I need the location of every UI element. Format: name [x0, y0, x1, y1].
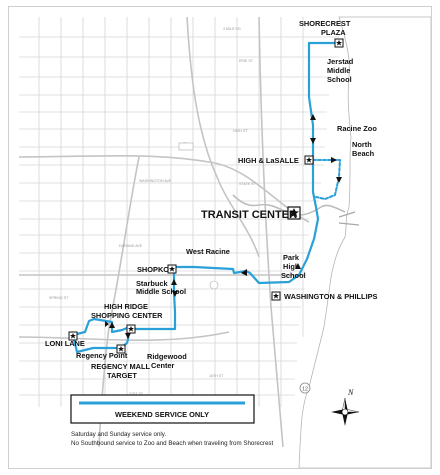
direction-arrows [105, 114, 342, 339]
label-regency-mall-line2: TARGET [107, 371, 137, 380]
arrow-high-ridge [105, 321, 109, 327]
label-washington-phillips: WASHINGTON & PHILLIPS [284, 292, 378, 301]
place-labels: SHORECREST PLAZA Jerstad Middle School R… [45, 19, 378, 380]
timepoint-star-loni-lane [68, 331, 78, 341]
legend-note-1: Saturday and Sunday service only. [71, 431, 166, 438]
street-grid [19, 17, 339, 407]
label-shorecrest-line2: PLAZA [321, 28, 346, 37]
compass-rose: N [331, 388, 360, 426]
route-map[interactable]: 3 MILE RD ERIE ST HIGH ST STATE ST DURAN… [9, 7, 431, 468]
svg-text:SPRING ST: SPRING ST [49, 296, 69, 300]
svg-text:3 MILE RD: 3 MILE RD [223, 27, 241, 31]
arrow-park-high [295, 263, 301, 269]
svg-text:12: 12 [302, 387, 308, 393]
svg-text:16TH ST: 16TH ST [209, 374, 224, 378]
svg-text:STATE ST: STATE ST [239, 182, 256, 186]
timepoint-star-regency-mall [116, 344, 126, 354]
arrow-regency [109, 322, 115, 328]
compass-north-label: N [347, 388, 354, 397]
label-park-high-line3: School [281, 271, 306, 280]
lake-michigan [298, 16, 431, 468]
route-line-zoo-beach-dotted [312, 159, 341, 200]
map-frame: 3 MILE RD ERIE ST HIGH ST STATE ST DURAN… [8, 6, 432, 469]
timepoints [68, 38, 344, 354]
timepoint-star-shopko [167, 264, 177, 274]
label-park-high-line2: High [283, 262, 300, 271]
label-transit-center: TRANSIT CENTER [201, 209, 297, 221]
svg-text:HIGH ST: HIGH ST [233, 129, 248, 133]
label-north-beach-line1: North [352, 140, 372, 149]
label-loni-lane: LONI LANE [45, 339, 85, 348]
arrow-starbuck [172, 291, 178, 297]
label-starbuck-line2: Middle School [136, 287, 186, 296]
label-jerstad-line1: Jerstad [327, 57, 354, 66]
label-regency-point: Regency Point [76, 351, 128, 360]
arrow-south-1 [310, 138, 316, 144]
label-park-high-line1: Park [283, 253, 300, 262]
legend: WEEKEND SERVICE ONLY Saturday and Sunday… [70, 394, 274, 447]
arrow-north-1 [310, 114, 316, 120]
label-high-ridge-line1: HIGH RIDGE [104, 302, 148, 311]
svg-text:WASHINGTON AVE: WASHINGTON AVE [139, 179, 172, 183]
timepoint-star-shorecrest [334, 38, 344, 48]
svg-text:21ST ST: 21ST ST [129, 392, 144, 396]
label-high-lasalle: HIGH & LaSALLE [238, 156, 299, 165]
label-jerstad-line3: School [327, 75, 352, 84]
label-racine-zoo: Racine Zoo [337, 124, 377, 133]
legend-label-weekend: WEEKEND SERVICE ONLY [115, 410, 209, 419]
label-ridgewood-line1: Ridgewood [147, 352, 187, 361]
timepoint-star-high-lasalle [304, 155, 314, 165]
timepoint-star-high-ridge [126, 324, 136, 334]
arrow-east-zoo [331, 157, 337, 163]
svg-text:ERIE ST: ERIE ST [239, 59, 254, 63]
label-shopko: SHOPKO [137, 265, 169, 274]
label-north-beach-line2: Beach [352, 149, 375, 158]
major-roads [18, 16, 310, 448]
legend-box [70, 394, 255, 424]
label-jerstad-line2: Middle [327, 66, 350, 75]
label-ridgewood-line2: Center [151, 361, 175, 370]
timepoint-star-washington-phillips [271, 291, 281, 301]
timepoint-star-transit-center [287, 206, 301, 220]
street-labels: 3 MILE RD ERIE ST HIGH ST STATE ST DURAN… [49, 27, 256, 396]
arrow-ridgewood [125, 333, 131, 339]
label-high-ridge-line2: SHOPPING CENTER [91, 311, 163, 320]
label-shorecrest-line1: SHORECREST [299, 19, 351, 28]
arrow-shopko [171, 279, 177, 285]
label-starbuck-line1: Starbuck [136, 279, 169, 288]
arrow-west-racine [241, 269, 247, 276]
highway-shields: 12 [209, 280, 311, 394]
svg-text:DURAND AVE: DURAND AVE [119, 244, 143, 248]
label-regency-mall-line1: REGENCY MALL [91, 362, 150, 371]
legend-note-2: No Southbound service to Zoo and Beach w… [71, 440, 274, 447]
harbor-pier [338, 211, 360, 226]
label-west-racine: West Racine [186, 247, 230, 256]
arrow-beach [336, 177, 342, 183]
